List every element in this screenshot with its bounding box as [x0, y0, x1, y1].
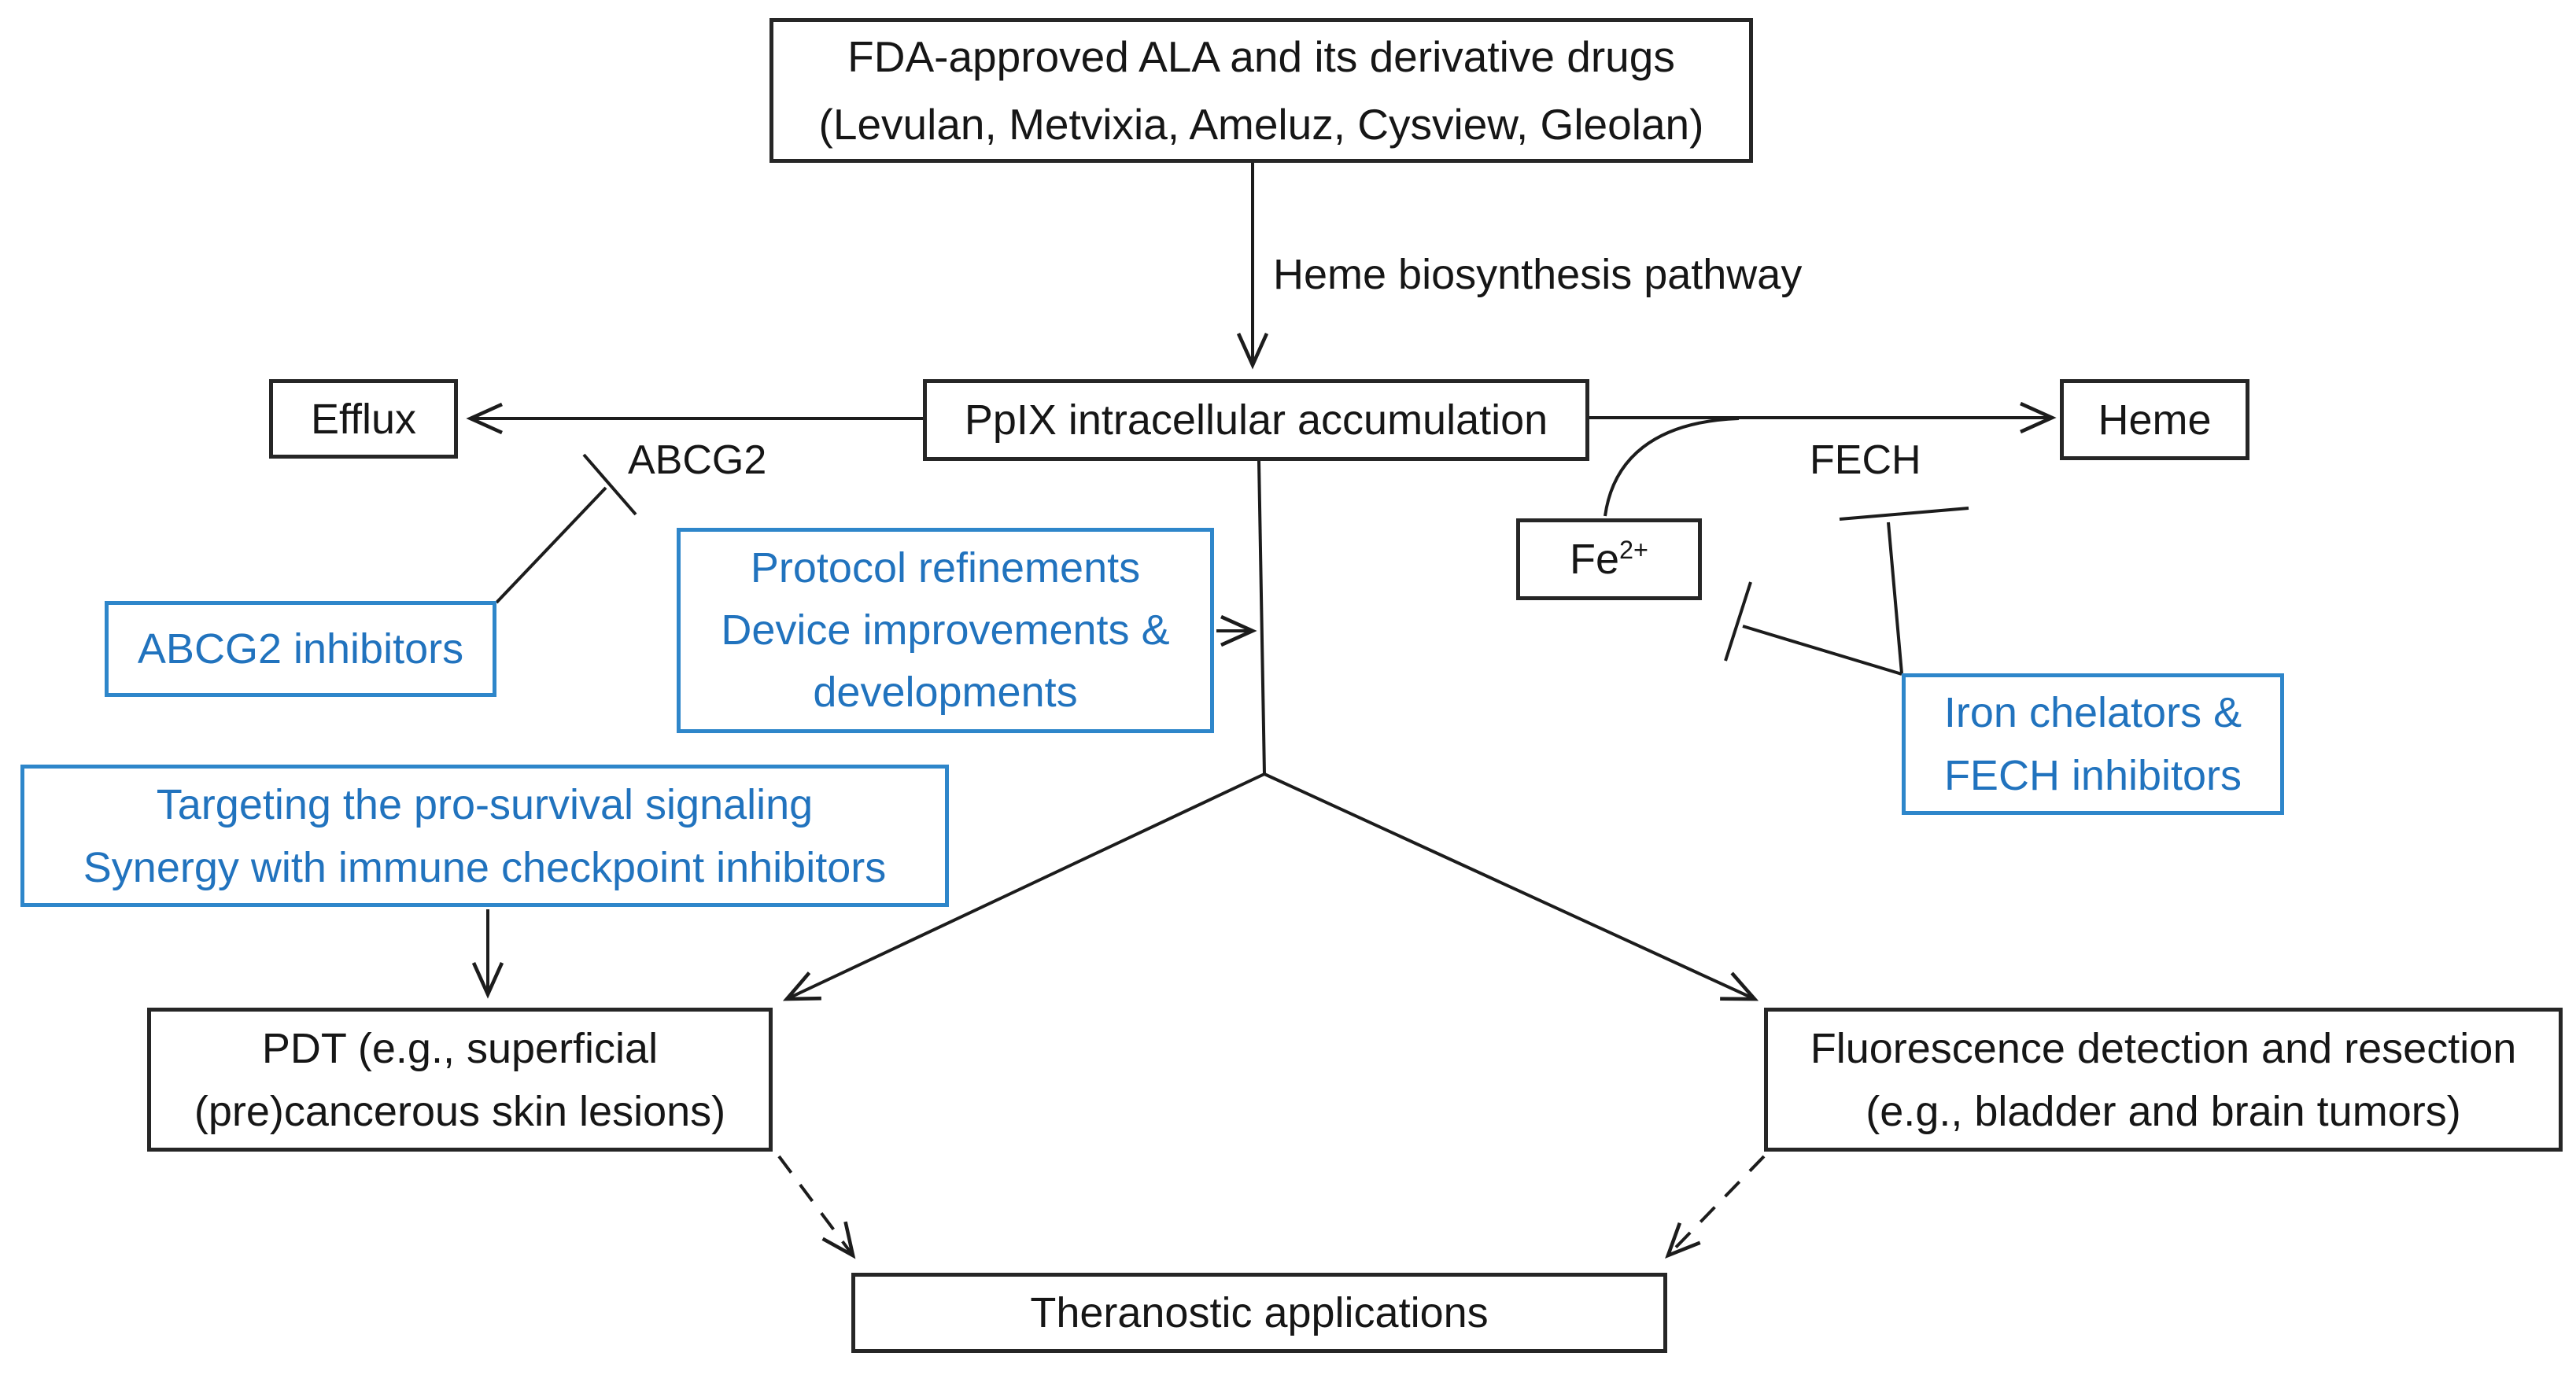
fluorescence-to-theranostic-dashed-arrow	[1668, 1155, 1766, 1255]
node-fluorescence-detection: Fluorescence detection and resection (e.…	[1764, 1008, 2563, 1152]
fe2-superscript: 2+	[1619, 536, 1648, 564]
fe-merge-curve	[1604, 417, 1740, 517]
node-protocol-refinements: Protocol refinements Device improvements…	[677, 528, 1214, 733]
protocol-line3: developments	[813, 669, 1078, 716]
fech-inhibition-shaft	[1887, 522, 1903, 674]
pdt-line1: PDT (e.g., superficial	[261, 1024, 659, 1072]
targeting-line2: Synergy with immune checkpoint inhibitor…	[83, 843, 887, 891]
efflux-label: Efflux	[310, 395, 417, 443]
label-abcg2: ABCG2	[628, 437, 767, 483]
theranostic-label: Theranostic applications	[1030, 1289, 1489, 1336]
stem-to-pdt-arrow	[787, 772, 1265, 999]
node-abcg2-inhibitors: ABCG2 inhibitors	[105, 601, 496, 697]
abcg2-inhibitors-label: ABCG2 inhibitors	[137, 625, 464, 673]
node-ppix: PpIX intracellular accumulation	[923, 379, 1589, 461]
protocol-line2: Device improvements &	[721, 606, 1170, 654]
ppix-stem-line	[1257, 460, 1266, 775]
pdt-line2: (pre)cancerous skin lesions)	[194, 1087, 726, 1135]
stem-to-fluorescence-arrow	[1264, 772, 1755, 999]
iron-chelators-line1: Iron chelators &	[1943, 689, 2242, 736]
node-heme: Heme	[2060, 379, 2249, 460]
node-targeting-prosurvival: Targeting the pro-survival signaling Syn…	[20, 765, 949, 907]
fe2-label: Fe2+	[1570, 528, 1648, 591]
label-heme-pathway: Heme biosynthesis pathway	[1273, 251, 1803, 298]
iron-chelators-line2: FECH inhibitors	[1943, 752, 2242, 799]
fda-drugs-line1: FDA-approved ALA and its derivative drug…	[847, 32, 1675, 81]
node-pdt: PDT (e.g., superficial (pre)cancerous sk…	[147, 1008, 773, 1152]
fe-inhibition-cap	[1724, 581, 1752, 662]
node-iron-chelators: Iron chelators & FECH inhibitors	[1902, 673, 2284, 815]
abcg2-inhibition-cap	[582, 453, 637, 516]
abcg2-inhibition-shaft	[495, 486, 607, 604]
fluorescence-line1: Fluorescence detection and resection	[1810, 1024, 2517, 1072]
heme-label: Heme	[2098, 396, 2212, 444]
fe-inhibition-shaft	[1742, 625, 1902, 676]
fe2-base: Fe	[1570, 536, 1620, 583]
pdt-to-theranostic-dashed-arrow	[777, 1155, 853, 1255]
node-fda-drugs: FDA-approved ALA and its derivative drug…	[769, 18, 1753, 163]
protocol-line1: Protocol refinements	[750, 544, 1141, 592]
ppix-label: PpIX intracellular accumulation	[964, 396, 1548, 444]
node-fe2: Fe2+	[1516, 518, 1702, 600]
targeting-line1: Targeting the pro-survival signaling	[156, 780, 814, 828]
label-fech: FECH	[1810, 437, 1921, 483]
fda-drugs-line2: (Levulan, Metvixia, Ameluz, Cysview, Gle…	[818, 100, 1704, 149]
node-efflux: Efflux	[269, 379, 458, 459]
fluorescence-line2: (e.g., bladder and brain tumors)	[1866, 1087, 2461, 1135]
fech-inhibition-cap	[1839, 507, 1969, 521]
node-theranostic: Theranostic applications	[851, 1273, 1667, 1353]
